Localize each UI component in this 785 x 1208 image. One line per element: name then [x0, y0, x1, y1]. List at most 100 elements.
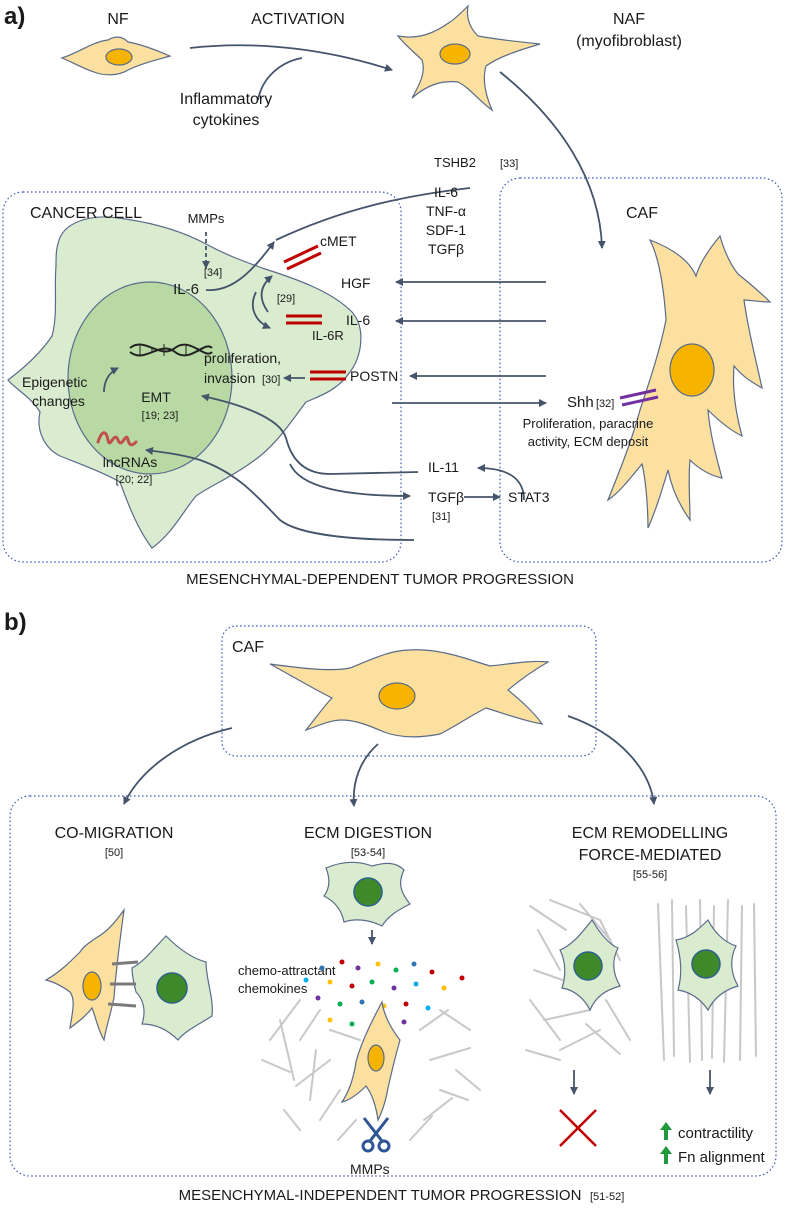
junction-1 — [111, 960, 139, 966]
epigenetic-arrow — [103, 367, 119, 393]
remodelling-cell-random — [559, 918, 621, 1012]
cmet-receptor-a — [283, 244, 319, 264]
cytokine-1: TNF-α — [426, 203, 466, 219]
ref30-label: [30] — [262, 374, 280, 386]
digestion-fibroblast — [340, 1000, 401, 1122]
il11-to-emt-arrow — [201, 393, 419, 475]
chemo-label-2: chemokines — [238, 981, 308, 996]
mmps-b-label: MMPs — [350, 1161, 390, 1177]
cytokine-0: IL-6 — [434, 184, 458, 200]
caf-title: CAF — [626, 205, 658, 222]
tgfb-to-lncrna-arrow — [145, 447, 415, 541]
contractility-label: contractility — [678, 1125, 754, 1142]
shh-effect-2: activity, ECM deposit — [528, 434, 649, 449]
il6-to-caf-arrow — [275, 187, 471, 241]
il6-label: IL-6 — [346, 312, 370, 328]
il6-up-arrow — [205, 241, 275, 291]
cytokine-input-arrow — [257, 57, 303, 101]
epigenetic-label: Epigenetic — [22, 374, 87, 390]
digestion-ref: [53-54] — [351, 847, 385, 859]
remodelling-cell-aligned — [675, 918, 739, 1012]
fn-alignment-label: Fn alignment — [678, 1149, 766, 1166]
shh-receptor-b — [621, 395, 659, 407]
crosstalk-up-arrow — [260, 275, 273, 313]
caf-box — [499, 177, 783, 563]
ref29-label: [29] — [277, 293, 295, 305]
digestion-title: ECM DIGESTION — [304, 825, 432, 842]
tgfb-label: TGFβ — [428, 489, 464, 505]
cross-icon — [559, 1109, 597, 1147]
lncrnas-label: lncRNAs — [103, 454, 157, 470]
shh-ref-label: [32] — [596, 398, 614, 410]
il6r-label: IL-6R — [312, 328, 344, 343]
panel-a-footer: MESENCHYMAL-DEPENDENT TUMOR PROGRESSION — [186, 571, 574, 588]
comigration-fibroblast — [44, 907, 125, 1042]
postn-label: POSTN — [350, 368, 398, 384]
to-comigration-arrow — [123, 727, 233, 805]
emt-ref-label: [19; 23] — [142, 410, 179, 422]
nf-label: NF — [107, 11, 129, 28]
activation-label: ACTIVATION — [251, 11, 345, 28]
cytokines-label: cytokines — [193, 112, 260, 129]
tshb2-ref-label: [33] — [500, 158, 518, 170]
hgf-label: HGF — [341, 275, 371, 291]
junction-3 — [107, 1002, 137, 1008]
changes-label: changes — [32, 393, 85, 409]
dna-icon — [129, 343, 213, 357]
remodelling-title-2: FORCE-MEDIATED — [579, 847, 722, 864]
invasion-label: invasion — [204, 370, 255, 386]
naf-to-caf-arrow — [499, 71, 606, 249]
activation-arrow — [189, 44, 393, 72]
cytokine-2: SDF-1 — [426, 222, 467, 238]
nf-cell — [60, 36, 172, 76]
to-remodelling-arrow — [567, 715, 658, 805]
cancer-cell-box — [2, 191, 402, 563]
chemo-label-1: chemo-attractant — [238, 963, 336, 978]
il6-inner-label: IL-6 — [173, 281, 199, 298]
naf-label: NAF — [613, 11, 645, 28]
comigration-ref: [50] — [105, 847, 123, 859]
scissors-icon — [361, 1117, 391, 1153]
tshb2-label: TSHB2 — [434, 155, 476, 170]
panel-b-footer-ref: [51-52] — [590, 1191, 624, 1203]
stat3-to-il11-arrow — [477, 464, 525, 501]
myofibroblast-label: (myofibroblast) — [576, 33, 682, 50]
panel-a-label: a) — [4, 3, 25, 30]
cmet-receptor-b — [286, 251, 322, 271]
cancer-to-tgfb-arrow — [289, 463, 411, 500]
mmps-label: MMPs — [188, 211, 225, 226]
remodelling-ref: [55-56] — [633, 869, 667, 881]
inflammatory-label: Inflammatory — [180, 91, 272, 108]
il11-label: IL-11 — [428, 459, 459, 475]
emt-label: EMT — [141, 389, 171, 405]
ecm-fibers-random — [525, 899, 631, 1061]
panel-b-footer: MESENCHYMAL-INDEPENDENT TUMOR PROGRESSIO… — [179, 1187, 582, 1204]
shh-receptor-a — [619, 388, 657, 400]
cancer-cell-title: CANCER CELL — [30, 205, 142, 222]
comigration-cancer-cell — [131, 935, 213, 1041]
to-digestion-arrow — [349, 743, 379, 807]
panel-b-label: b) — [4, 609, 27, 636]
ecm-fibers-digestion — [261, 999, 481, 1141]
comigration-title: CO-MIGRATION — [55, 825, 174, 842]
up-arrow-icon — [660, 1122, 672, 1164]
caf-b-box — [221, 625, 597, 757]
cmet-label: cMET — [320, 233, 357, 249]
rna-icon — [96, 431, 138, 447]
caf-b-cell — [269, 649, 550, 738]
tgfb-ref-label: [31] — [432, 511, 450, 523]
proliferation-label: proliferation, — [204, 350, 281, 366]
remodelling-title-1: ECM REMODELLING — [572, 825, 728, 842]
cancer-cell — [7, 216, 362, 549]
lnc-ref-label: [20; 22] — [116, 474, 153, 486]
caf-cell — [606, 234, 772, 529]
cytokine-3: TGFβ — [428, 241, 464, 257]
ref34-label: [34] — [204, 267, 222, 279]
caf-b-title: CAF — [232, 639, 264, 656]
shh-label: Shh — [567, 394, 594, 411]
crosstalk-down-arrow — [251, 291, 271, 329]
shh-effect-1: Proliferation, paracrine — [523, 416, 654, 431]
naf-cell — [396, 4, 541, 112]
digestion-cancer-cell — [323, 861, 411, 927]
